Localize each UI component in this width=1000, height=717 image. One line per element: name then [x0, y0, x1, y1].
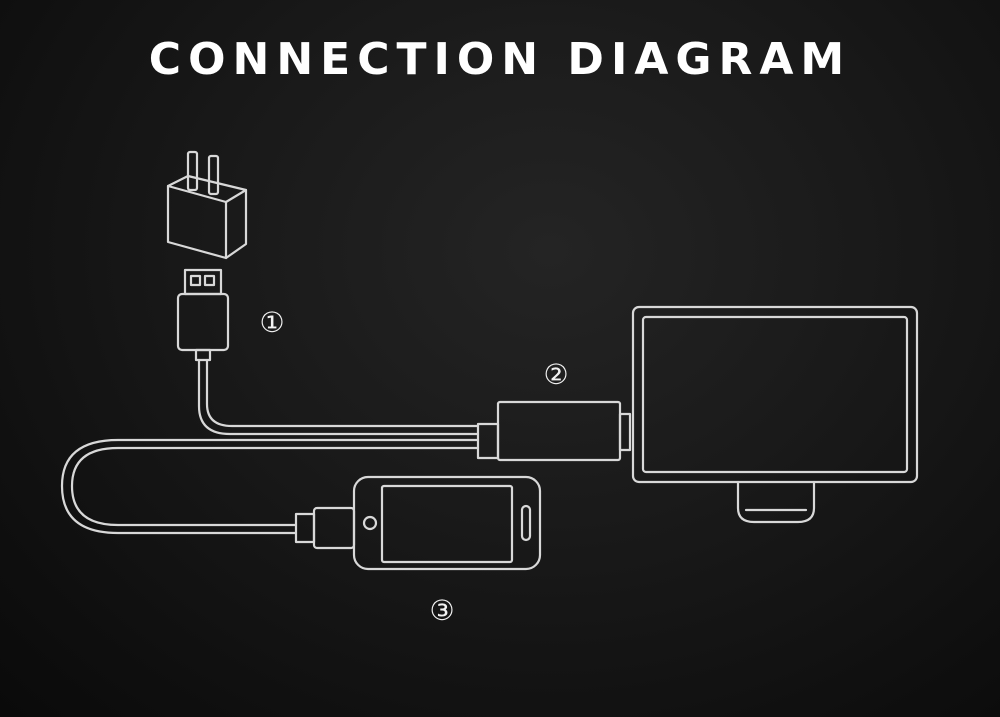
phone-connector-icon — [294, 506, 356, 550]
usb-plug-icon — [176, 268, 230, 362]
diagram-title: CONNECTION DIAGRAM — [148, 34, 852, 85]
power-adapter-icon — [166, 150, 248, 260]
phone-cable — [60, 438, 480, 535]
smartphone-icon — [352, 475, 542, 571]
power-cable — [197, 358, 480, 436]
label-step-three: ③ — [429, 594, 455, 627]
label-step-two: ② — [543, 358, 569, 391]
label-step-one: ① — [259, 306, 285, 339]
monitor-icon — [631, 305, 919, 524]
hdmi-adapter-icon — [476, 400, 632, 462]
